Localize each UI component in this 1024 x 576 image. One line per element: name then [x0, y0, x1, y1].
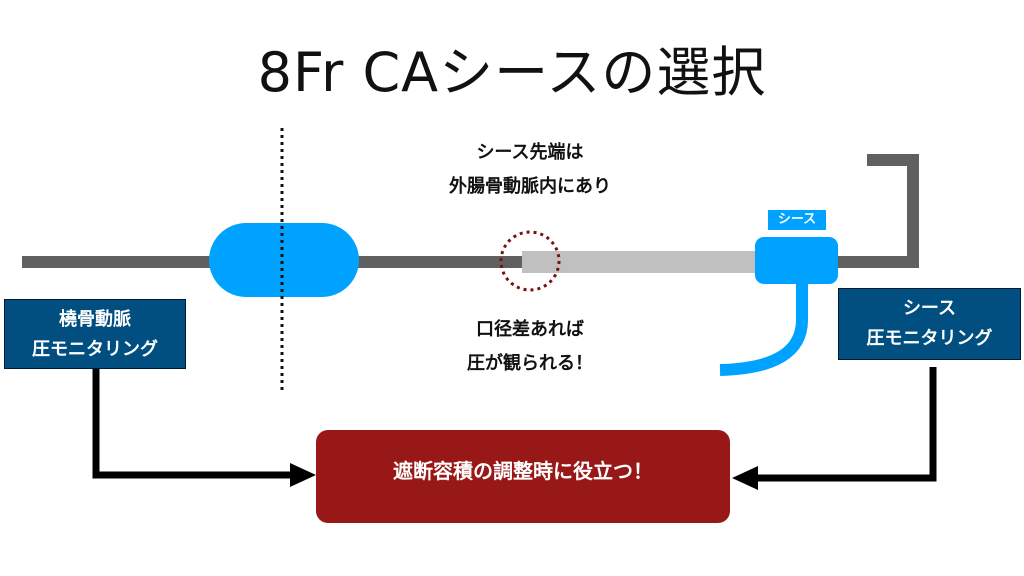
pressure-note-line1: 口径差あれば: [476, 319, 584, 340]
sheath-tip-note-line1: シース先端は: [476, 142, 584, 163]
sheath-box-line1: シース: [902, 298, 957, 319]
hook-top: [867, 154, 919, 166]
sheath-tip-note-line2: 外腸骨動脈内にあり: [449, 176, 611, 197]
hook-vertical: [907, 154, 919, 268]
sheath-box-line2: 圧モニタリング: [866, 328, 993, 349]
sheath-tag: シース: [768, 210, 826, 230]
artery-line-right: [835, 256, 919, 268]
pressure-note-line2: 圧が観られる！: [467, 353, 593, 374]
radial-artery-monitoring-box: 橈骨動脈 圧モニタリング: [4, 299, 186, 369]
page-title: 8Fr CAシースの選択: [257, 41, 767, 104]
right-arrowhead: [732, 466, 758, 490]
radial-box-line2: 圧モニタリング: [32, 339, 158, 360]
right-connector: [756, 367, 937, 482]
radial-box-line1: 橈骨動脈: [59, 309, 131, 330]
sheath-tip-marker: [499, 230, 561, 292]
left-arrowhead: [290, 463, 316, 487]
sheath-hub: [755, 237, 838, 284]
sheath-shaft: [522, 251, 762, 273]
result-box: 遮断容積の調整時に役立つ！: [316, 430, 730, 523]
left-connector: [92, 367, 292, 479]
sheath-tip-note: シース先端は 外腸骨動脈内にあり: [400, 136, 660, 204]
pressure-note: 口径差あれば 圧が観られる！: [400, 313, 660, 381]
sheath-monitoring-box: シース 圧モニタリング: [838, 288, 1021, 360]
side-tube: [719, 282, 808, 376]
balloon: [209, 223, 359, 297]
